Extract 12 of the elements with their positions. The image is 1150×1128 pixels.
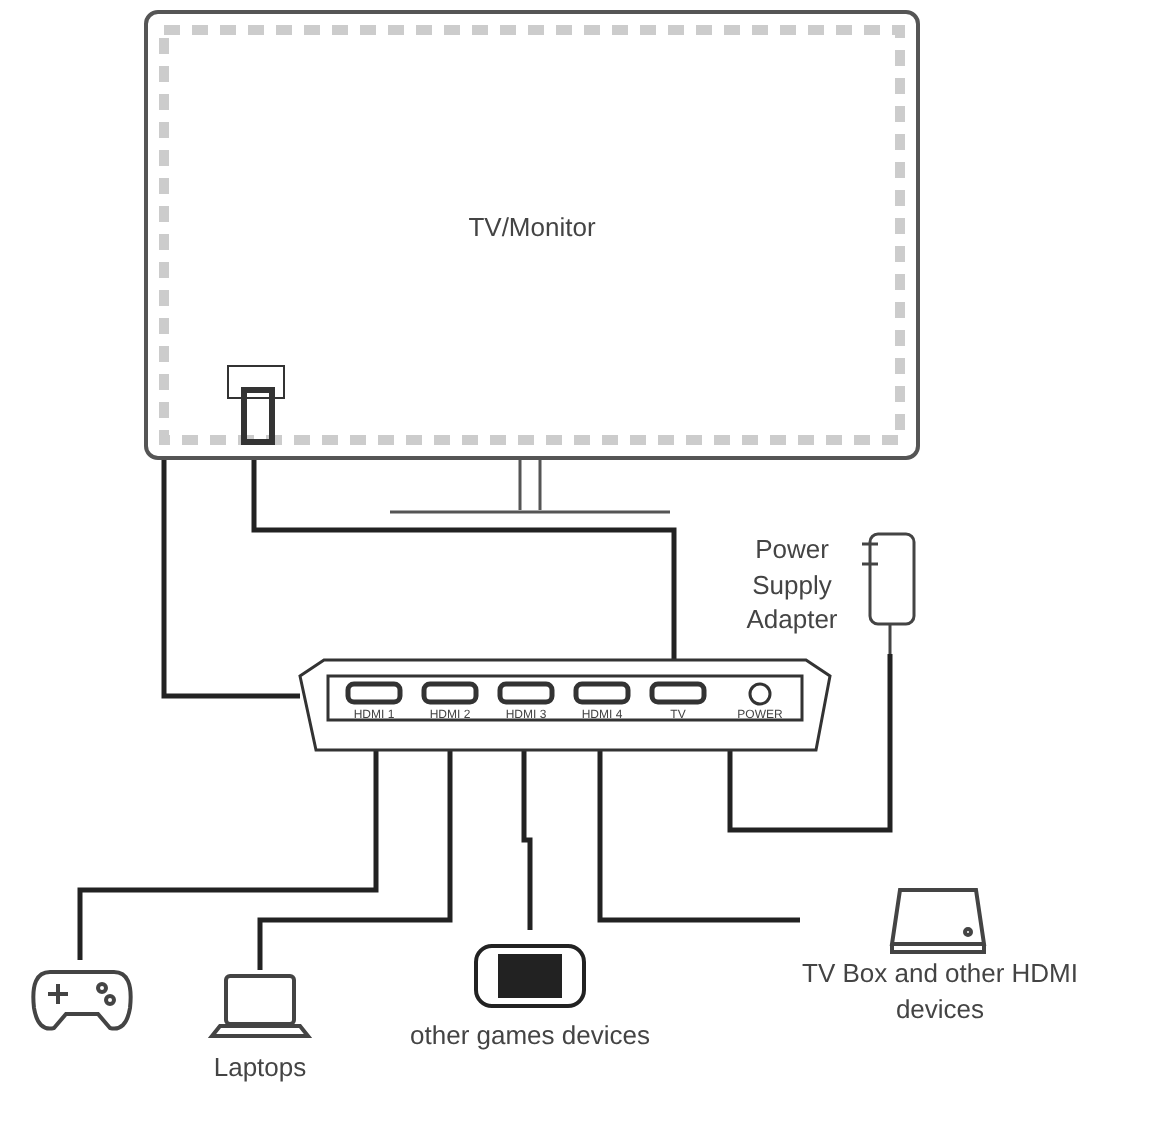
cable <box>597 750 800 923</box>
cable <box>521 750 533 930</box>
cable <box>161 460 300 699</box>
adapter-label: Power Supply Adapter <box>744 532 840 638</box>
monitor-label: TV/Monitor <box>466 210 598 246</box>
device-label: Laptops <box>211 1050 309 1086</box>
cable <box>77 750 379 960</box>
device-label: other games devices <box>408 1018 652 1054</box>
cable <box>727 654 893 833</box>
cable <box>251 460 677 660</box>
cable <box>257 750 453 970</box>
device-label: TV Box and other HDMI devices <box>800 956 1080 1027</box>
